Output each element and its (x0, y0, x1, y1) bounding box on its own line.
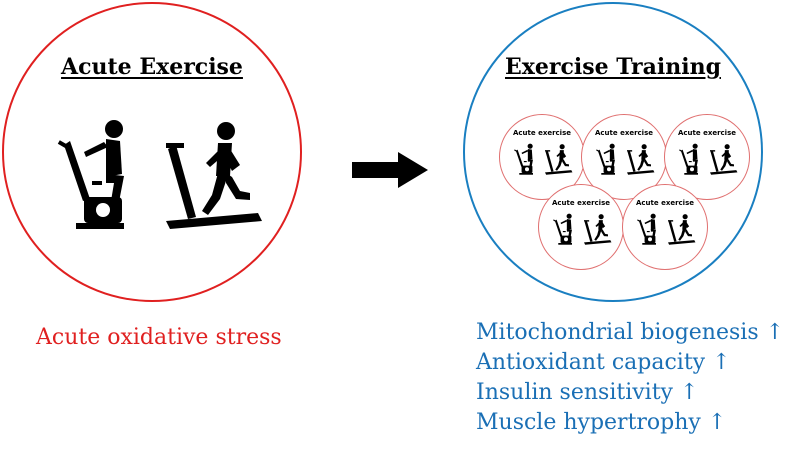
mini-acute-exercise-label: Acute exercise (677, 129, 736, 137)
acute-exercise-icons (57, 120, 262, 229)
mini-acute-exercise-circle: Acute exercise (499, 114, 585, 200)
mini-exercise-icons (596, 143, 655, 175)
mini-acute-exercise-circle: Acute exercise (538, 184, 624, 270)
mini-exercise-icons (553, 213, 612, 245)
mini-acute-exercise-label: Acute exercise (551, 199, 610, 207)
mini-acute-exercise-label: Acute exercise (594, 129, 653, 137)
right-arrow-icon (352, 152, 428, 188)
mini-exercise-icons (637, 213, 696, 245)
adaptation-item: Insulin sensitivity ↑ (476, 380, 699, 405)
acute-exercise-circle: Acute Exercise (2, 2, 302, 302)
adaptation-item: Antioxidant capacity ↑ (476, 350, 731, 375)
mini-exercise-icons (514, 143, 573, 175)
training-adaptations-list: Mitochondrial biogenesis ↑ Antioxidant c… (476, 318, 784, 438)
acute-oxidative-stress-caption: Acute oxidative stress (36, 325, 282, 350)
exercise-training-title: Exercise Training (505, 54, 721, 80)
mini-acute-exercise-label: Acute exercise (635, 199, 694, 207)
adaptation-item: Muscle hypertrophy ↑ (476, 410, 727, 435)
acute-exercise-title: Acute Exercise (61, 54, 243, 80)
mini-acute-exercise-circle: Acute exercise (622, 184, 708, 270)
stationary-bike-icon (57, 120, 124, 229)
mini-acute-exercise-label: Acute exercise (512, 129, 571, 137)
mini-exercise-icons (679, 143, 738, 175)
adaptation-item: Mitochondrial biogenesis ↑ (476, 320, 785, 345)
treadmill-runner-icon (166, 122, 262, 229)
exercise-training-circle: Exercise Training Acute exercise Acute e… (463, 2, 763, 302)
